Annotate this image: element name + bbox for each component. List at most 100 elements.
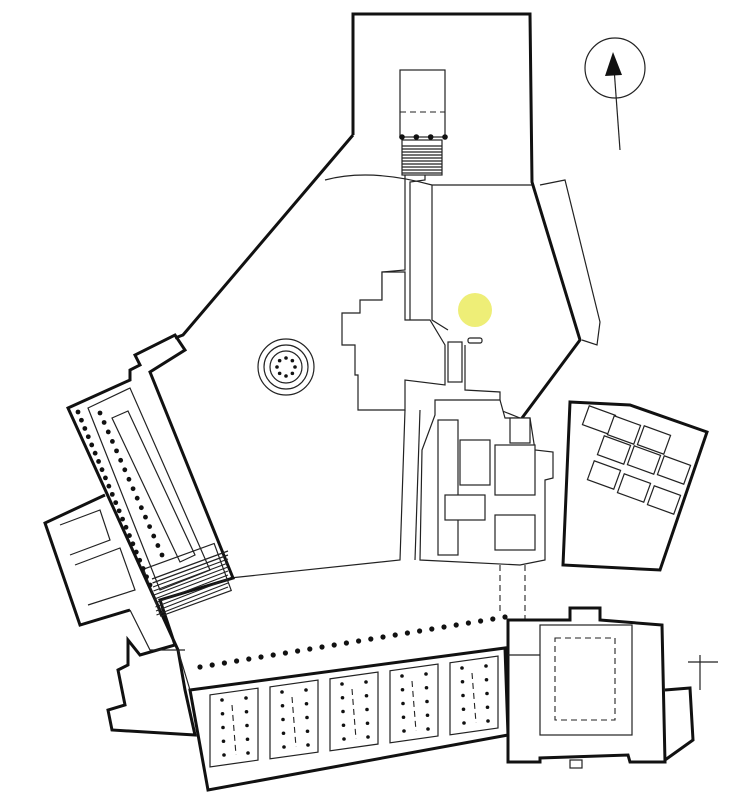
column [106,483,112,489]
column [413,134,420,140]
column [425,699,429,704]
column [307,646,313,652]
column [109,491,115,497]
column [392,632,398,638]
column [282,650,288,656]
column [209,662,215,668]
column [116,508,122,514]
column [293,365,297,369]
column [305,729,310,734]
middle-block [419,399,554,620]
column [365,707,369,712]
shop-axis [291,696,297,748]
northwest-wall [174,134,355,340]
column [460,666,464,670]
column [126,476,132,482]
shop-axis [351,688,357,740]
central-buildings [229,271,521,579]
column [246,751,250,755]
column [110,439,115,444]
column [221,660,227,666]
column [364,693,369,698]
column [290,371,295,376]
column [258,654,264,660]
column [485,691,489,696]
column [151,533,157,539]
column [82,426,88,431]
column [221,739,226,744]
column [465,620,471,626]
column [103,475,108,481]
south-stoa [177,614,510,792]
terrace-line [324,174,532,186]
column [138,505,144,511]
column [356,638,362,644]
column [486,719,490,723]
column [295,648,301,654]
column [290,358,295,363]
column [130,486,136,492]
column [97,410,103,416]
column [127,533,132,538]
stair-step [153,562,229,592]
column [284,374,288,378]
column [114,448,119,454]
column [331,642,337,648]
column [137,557,143,563]
column [401,715,406,720]
column [400,674,404,678]
column [284,356,288,360]
column [89,442,95,448]
column [400,687,405,692]
stair-step [154,570,229,600]
column [429,626,435,632]
column [134,495,140,501]
column [85,434,91,440]
inner-court-line [431,185,449,331]
column [460,679,465,684]
stair-step [151,550,229,580]
column [485,705,490,710]
column [79,417,84,423]
column [277,358,282,363]
column [105,429,111,435]
column [118,457,124,463]
column [155,543,161,548]
column [402,729,406,733]
column [75,409,81,415]
column [282,745,286,749]
shop-room [389,663,439,744]
shop-room [329,671,379,752]
courtyard-building [506,606,718,769]
stair-step [156,586,229,616]
column [478,618,484,624]
column [305,715,309,720]
shop-room [209,687,259,768]
column [424,685,429,690]
column [275,365,279,369]
column [113,500,119,506]
column [245,723,249,728]
column [159,552,165,558]
column [399,134,405,140]
column [140,566,146,571]
column [401,701,405,706]
north-propylon-wall [351,12,582,419]
column [341,709,345,714]
column [96,459,101,464]
column [424,672,428,676]
column [343,640,349,646]
column [368,636,374,642]
column [281,717,285,722]
east-insula [561,400,709,572]
column [366,735,370,739]
column [380,634,386,640]
east-outer-wall [539,179,601,346]
column [221,725,225,730]
column [462,721,466,725]
column [222,753,226,757]
column [246,656,252,662]
column [234,658,240,664]
column [461,693,465,698]
